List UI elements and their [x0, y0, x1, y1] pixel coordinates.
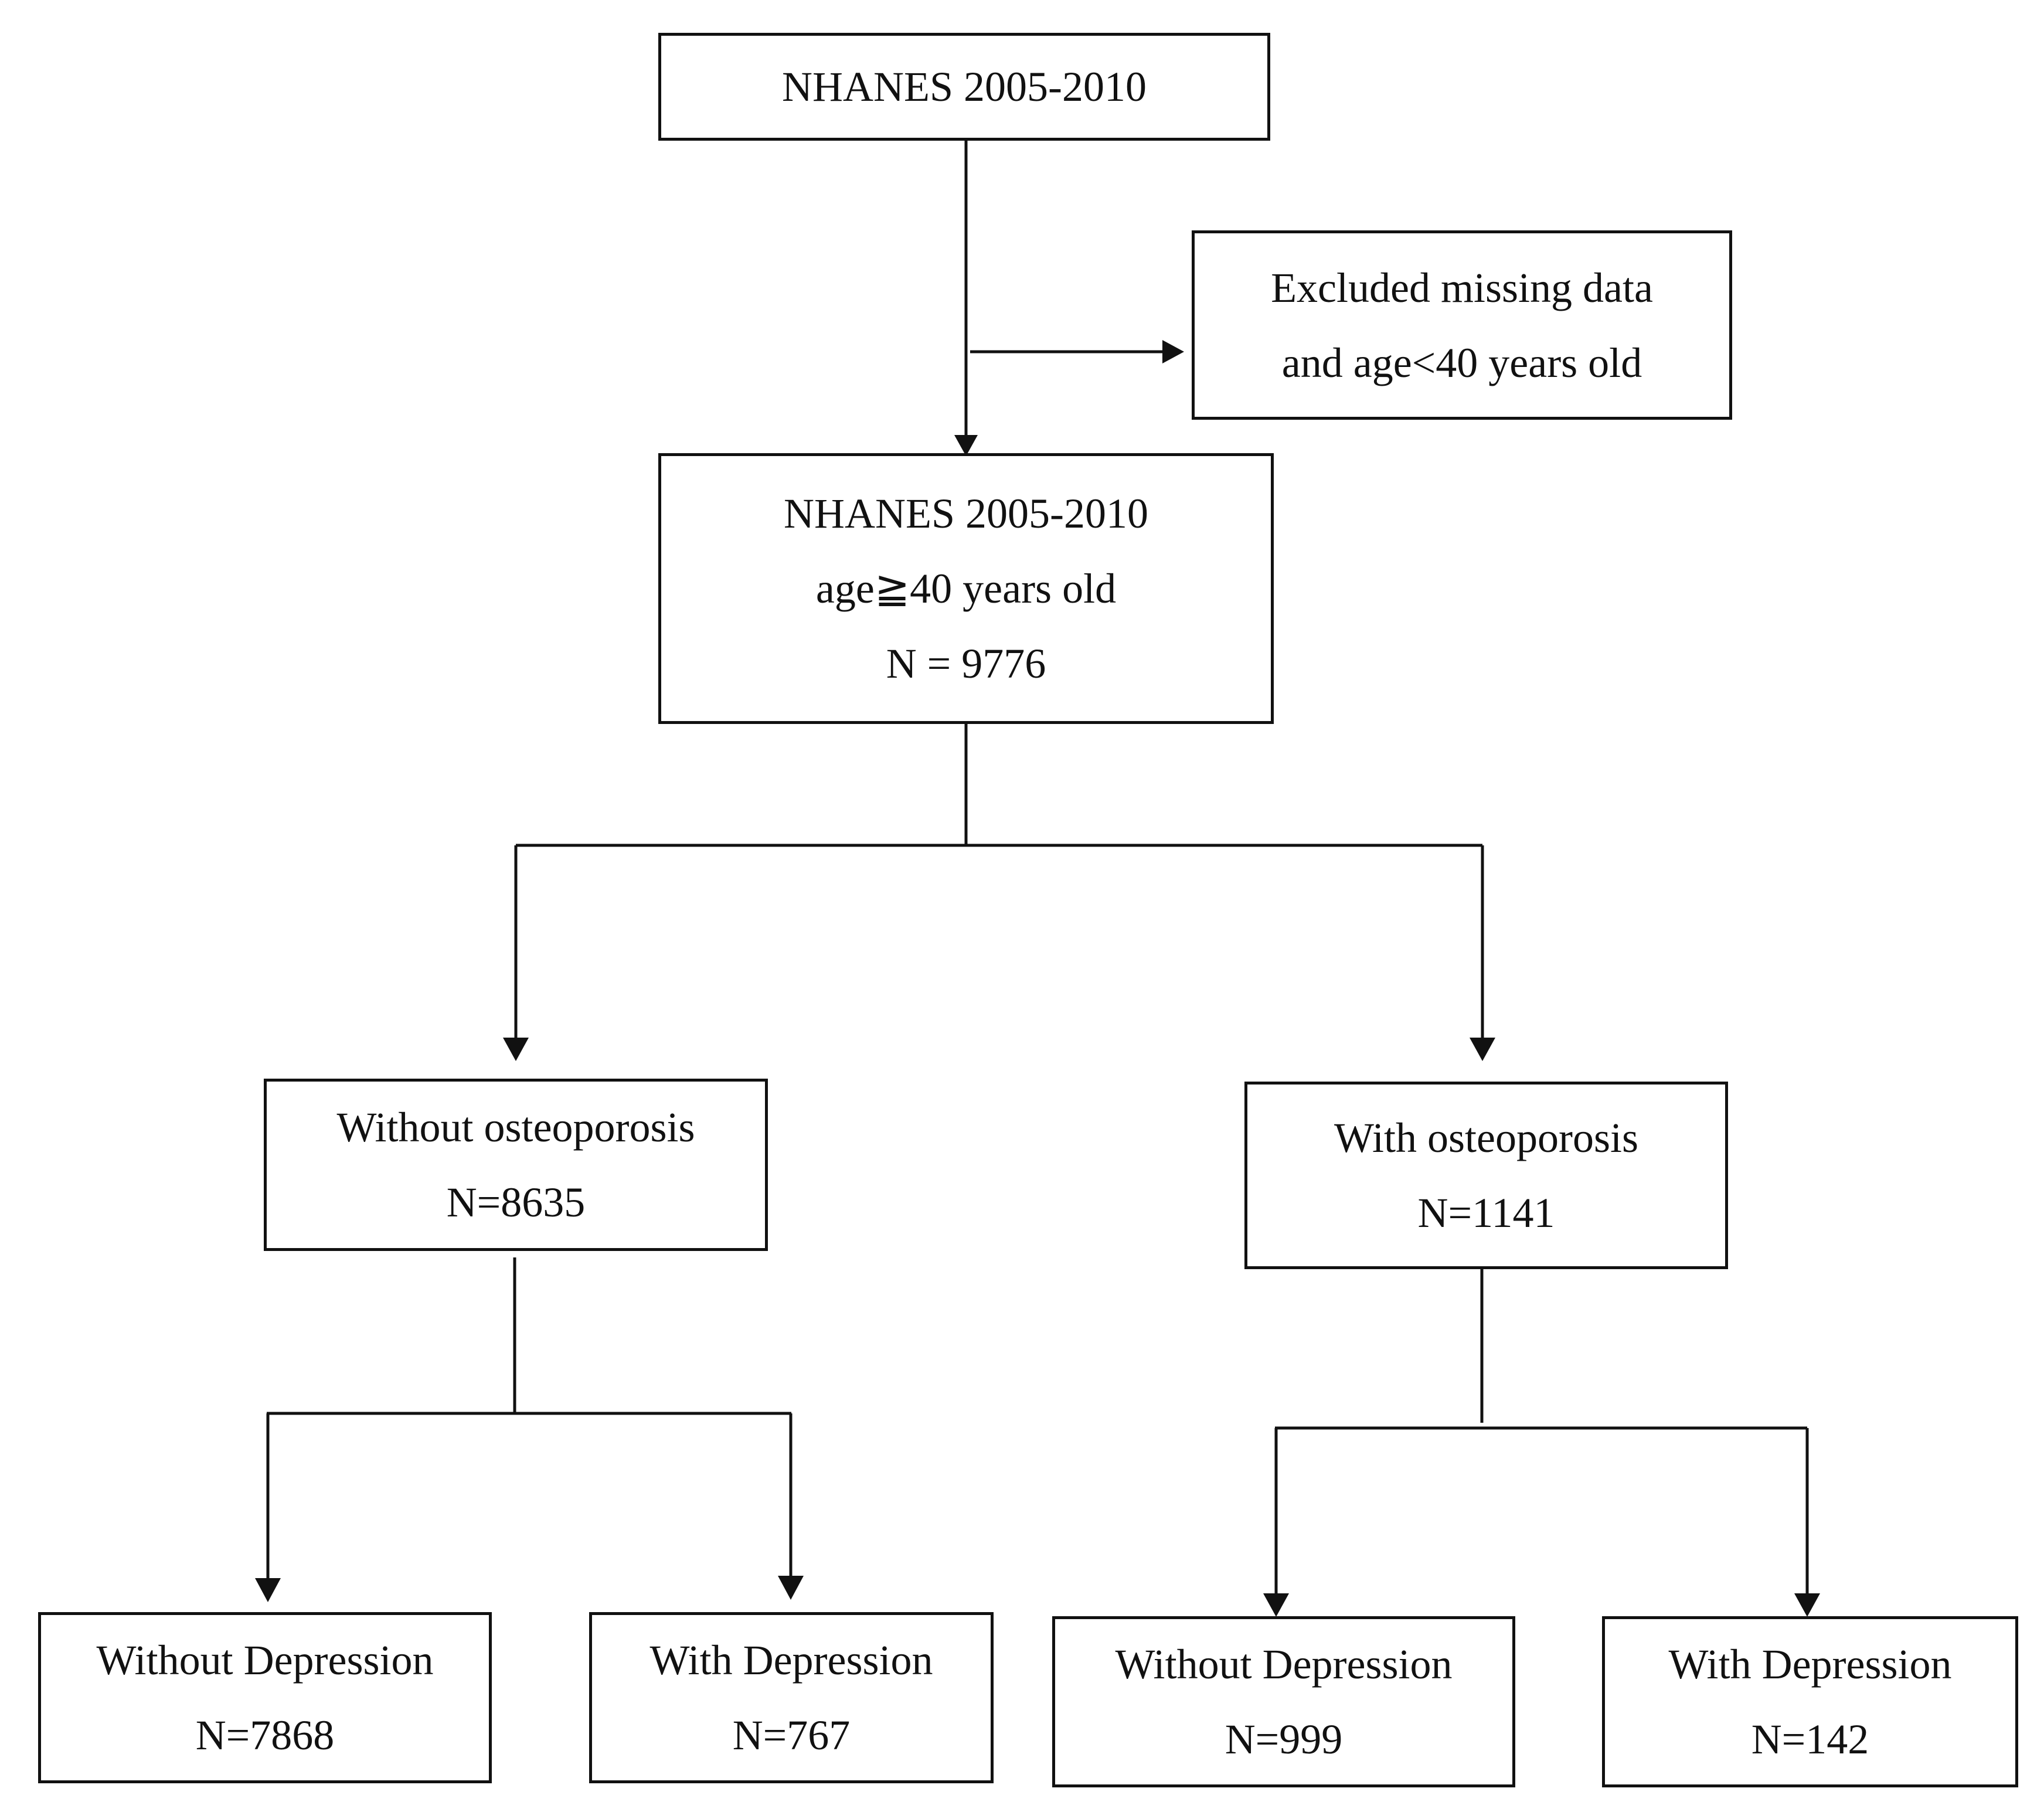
- box-text-line: Excluded missing data: [1271, 264, 1653, 311]
- box-text-line: N=142: [1751, 1716, 1869, 1763]
- box-without-osteoporosis: Without osteoporosis N=8635: [264, 1079, 768, 1251]
- arrowhead-leaf-3: [1263, 1593, 1289, 1617]
- box-text-line: NHANES 2005-2010: [784, 490, 1148, 537]
- arrowhead-leaf-1: [255, 1578, 281, 1602]
- box-nhanes-source: NHANES 2005-2010: [658, 33, 1270, 141]
- box-text-line: N=767: [732, 1712, 851, 1759]
- arrowhead-eligible: [954, 435, 978, 456]
- box-with-osteo-with-depression: With Depression N=142: [1602, 1616, 2018, 1787]
- box-text-line: N=7868: [195, 1712, 335, 1759]
- box-text-line: With Depression: [649, 1637, 933, 1684]
- box-without-osteo-without-depression: Without Depression N=7868: [38, 1612, 492, 1783]
- arrowhead-excluded: [1162, 340, 1184, 363]
- box-text-line: With osteoporosis: [1334, 1114, 1639, 1161]
- arrowhead-with-osteo: [1470, 1038, 1495, 1061]
- box-with-osteoporosis: With osteoporosis N=1141: [1244, 1082, 1728, 1269]
- box-text-line: age≧40 years old: [815, 565, 1117, 612]
- arrowhead-leaf-2: [778, 1576, 804, 1600]
- box-text-line: Without osteoporosis: [336, 1104, 695, 1151]
- box-text-line: N=999: [1225, 1716, 1343, 1763]
- box-text-line: N=1141: [1417, 1189, 1555, 1236]
- arrowhead-leaf-4: [1794, 1593, 1820, 1617]
- box-text-line: and age<40 years old: [1281, 339, 1642, 386]
- box-text-line: NHANES 2005-2010: [782, 63, 1147, 110]
- box-text-line: N=8635: [446, 1179, 586, 1226]
- box-excluded: Excluded missing data and age<40 years o…: [1192, 230, 1732, 420]
- box-text-line: Without Depression: [96, 1637, 434, 1684]
- box-with-osteo-without-depression: Without Depression N=999: [1052, 1616, 1515, 1787]
- box-without-osteo-with-depression: With Depression N=767: [589, 1612, 994, 1783]
- box-text-line: With Depression: [1668, 1641, 1952, 1688]
- box-text-line: N = 9776: [886, 640, 1046, 687]
- box-text-line: Without Depression: [1115, 1641, 1453, 1688]
- arrowhead-without-osteo: [503, 1038, 529, 1061]
- box-eligible-cohort: NHANES 2005-2010 age≧40 years old N = 97…: [658, 453, 1274, 724]
